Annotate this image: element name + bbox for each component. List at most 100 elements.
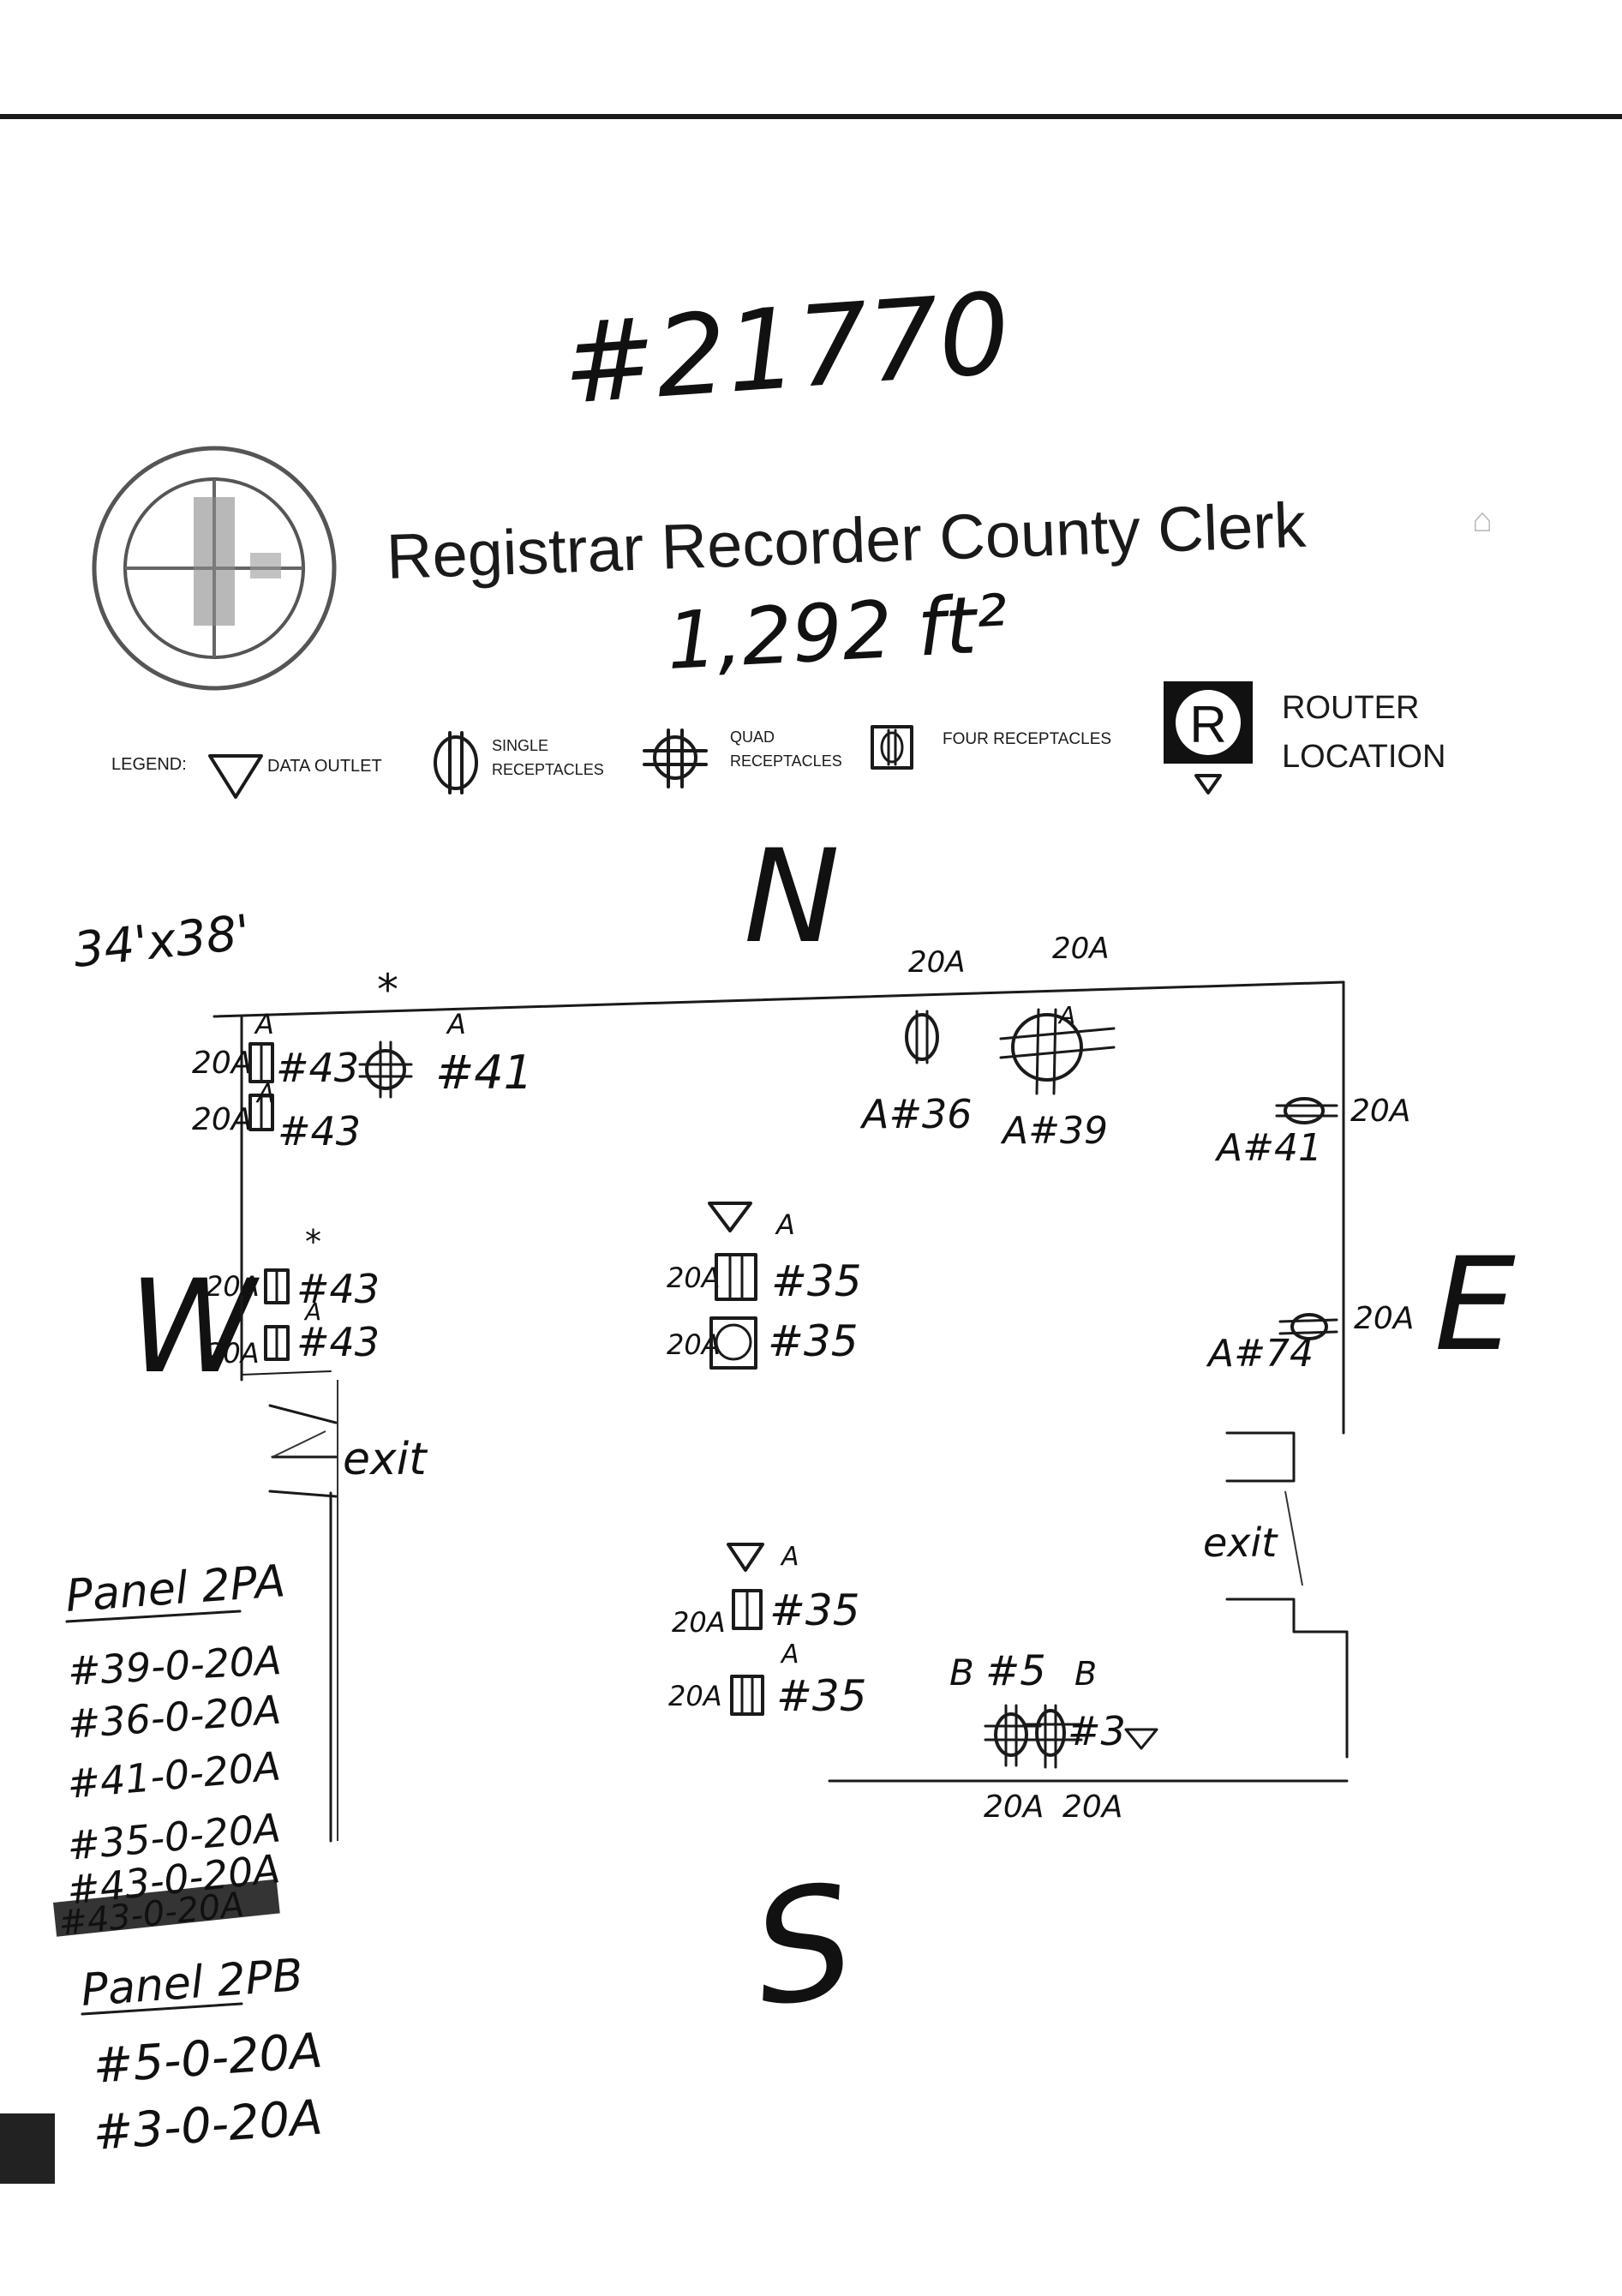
east-exit-label: exit [1203,1520,1278,1566]
circuit-label: A#74 [1206,1332,1314,1376]
quad-receptacle-north-1 [358,1040,413,1099]
triangle-icon [208,754,263,799]
scan-corner-smudge [0,2113,55,2184]
circuit-label: #35 [768,1316,859,1366]
phase-label: A [780,1542,799,1572]
quad-receptacle-south-2 [1023,1704,1083,1769]
amp-label: 20A [984,1789,1044,1825]
legend-label: LEGEND: [111,755,187,774]
data-outlet-south [1124,1728,1158,1750]
compass-west: W [129,1253,260,1402]
county-seal-logo [92,446,337,691]
legend-quad-label-1: QUAD [730,728,775,746]
compass-north: N [744,823,840,972]
quad-receptacle-east-2 [1278,1313,1338,1340]
phase-label: A [446,1008,466,1040]
panel-line: #36-0-20A [66,1687,283,1747]
circuit-label: #35 [769,1586,860,1635]
panel-line: #41-0-20A [65,1742,282,1807]
four-receptacle-center-1 [715,1253,757,1301]
panel-line: #3-0-20A [91,2089,324,2161]
four-receptacle-w-2 [264,1325,290,1361]
room-walls [212,980,1349,1843]
svg-text:R: R [1189,696,1226,753]
legend: LEGEND: DATA OUTLET SINGLE RECEPTACLES Q… [111,681,1445,799]
room-dimensions: 34'x38' [71,905,253,979]
west-exit-door [268,1404,338,1498]
four-receptacle-center-2 [709,1316,757,1370]
job-number: #21770 [559,268,1014,429]
amp-label: 20A [668,1680,722,1712]
four-receptacle-center-4 [730,1675,764,1716]
amp-label: 20A [1052,932,1110,966]
panel-title: Panel 2PA [64,1556,287,1622]
compass-east: E [1434,1231,1516,1380]
panel-schedule-2pb: Panel 2PB #5-0-20A #3-0-20A [80,1950,325,2161]
quad-receptacle-north-2 [999,1008,1116,1095]
legend-four-label: FOUR RECEPTACLES [943,730,1111,748]
amp-label: 20A [672,1606,726,1639]
panel-line: #39-0-20A [67,1637,283,1694]
home-icon: ⌂ [1472,501,1493,539]
star-mark: * [377,965,398,1015]
legend-data-outlet-label: DATA OUTLET [267,757,382,776]
amp-label: 20A [1350,1094,1410,1129]
data-outlet-center-1 [708,1202,752,1232]
amp-label: 20A [192,1046,252,1081]
phase-label: B [1074,1655,1097,1693]
data-outlet-center-2 [727,1543,764,1572]
compass-south: S [743,1851,865,2042]
circuit-label: A#36 [859,1091,973,1137]
phase-label: A [303,1298,321,1326]
legend-router-label-1: ROUTER [1282,690,1419,726]
phase-label: B [949,1652,974,1694]
circuit-label: #35 [771,1256,862,1306]
four-receptacle-nw-2 [248,1094,274,1131]
single-receptacle-north [905,1010,939,1064]
four-receptacle-icon [871,725,913,770]
amp-label: 20A [908,945,966,980]
four-receptacle-w-1 [264,1268,290,1304]
four-receptacle-center-3 [732,1589,763,1630]
circuit-label: #35 [776,1671,867,1721]
quad-receptacle-south-1 [984,1704,1042,1767]
circuit-label: #43 [276,1045,359,1091]
amp-label: 20A [192,1102,252,1137]
phase-label: A [255,1079,275,1109]
page-title: Registrar Recorder County Clerk [386,489,1308,592]
amp-label: 20A [667,1262,721,1294]
legend-router-label-2: LOCATION [1282,739,1445,775]
quad-receptacle-icon [643,728,708,788]
quad-receptacle-east-1 [1275,1097,1338,1124]
circuit-label: #43 [278,1108,361,1154]
phase-label: A [1057,1001,1075,1029]
router-icon: R [1164,681,1253,794]
single-receptacle-icon [434,731,478,794]
phase-label: A [775,1208,795,1241]
strikethrough-scribble [52,1879,280,1937]
phase-label: A [780,1640,799,1670]
circuit-label: #43 [296,1266,380,1312]
four-receptacle-nw-1 [248,1042,274,1083]
amp-label: 20A [1354,1301,1414,1336]
star-mark: * [305,1223,321,1261]
phase-label: A [254,1008,274,1040]
circuit-label: A#41 [1214,1126,1322,1170]
east-exit-door [1225,1431,1349,1634]
circuit-label: A#39 [1000,1109,1108,1153]
legend-quad-label-2: RECEPTACLES [730,752,842,770]
circuit-label: #3 [1068,1708,1126,1754]
panel-line: #5-0-20A [91,2023,324,2095]
circuit-label: #5 [985,1647,1046,1695]
legend-single-label-1: SINGLE [492,737,548,754]
west-exit-label: exit [343,1434,428,1485]
area-annotation: 1,292 ft² [665,578,1010,687]
circuit-label: #41 [435,1046,533,1100]
amp-label: 20A [1062,1789,1122,1825]
legend-single-label-2: RECEPTACLES [492,761,604,778]
amp-label: 20A [206,1270,260,1303]
amp-label: 20A [206,1337,260,1370]
circuit-label: #43 [296,1319,380,1365]
panel-schedule-2pa: Panel 2PA #39-0-20A #36-0-20A #41-0-20A … [52,1556,287,1944]
